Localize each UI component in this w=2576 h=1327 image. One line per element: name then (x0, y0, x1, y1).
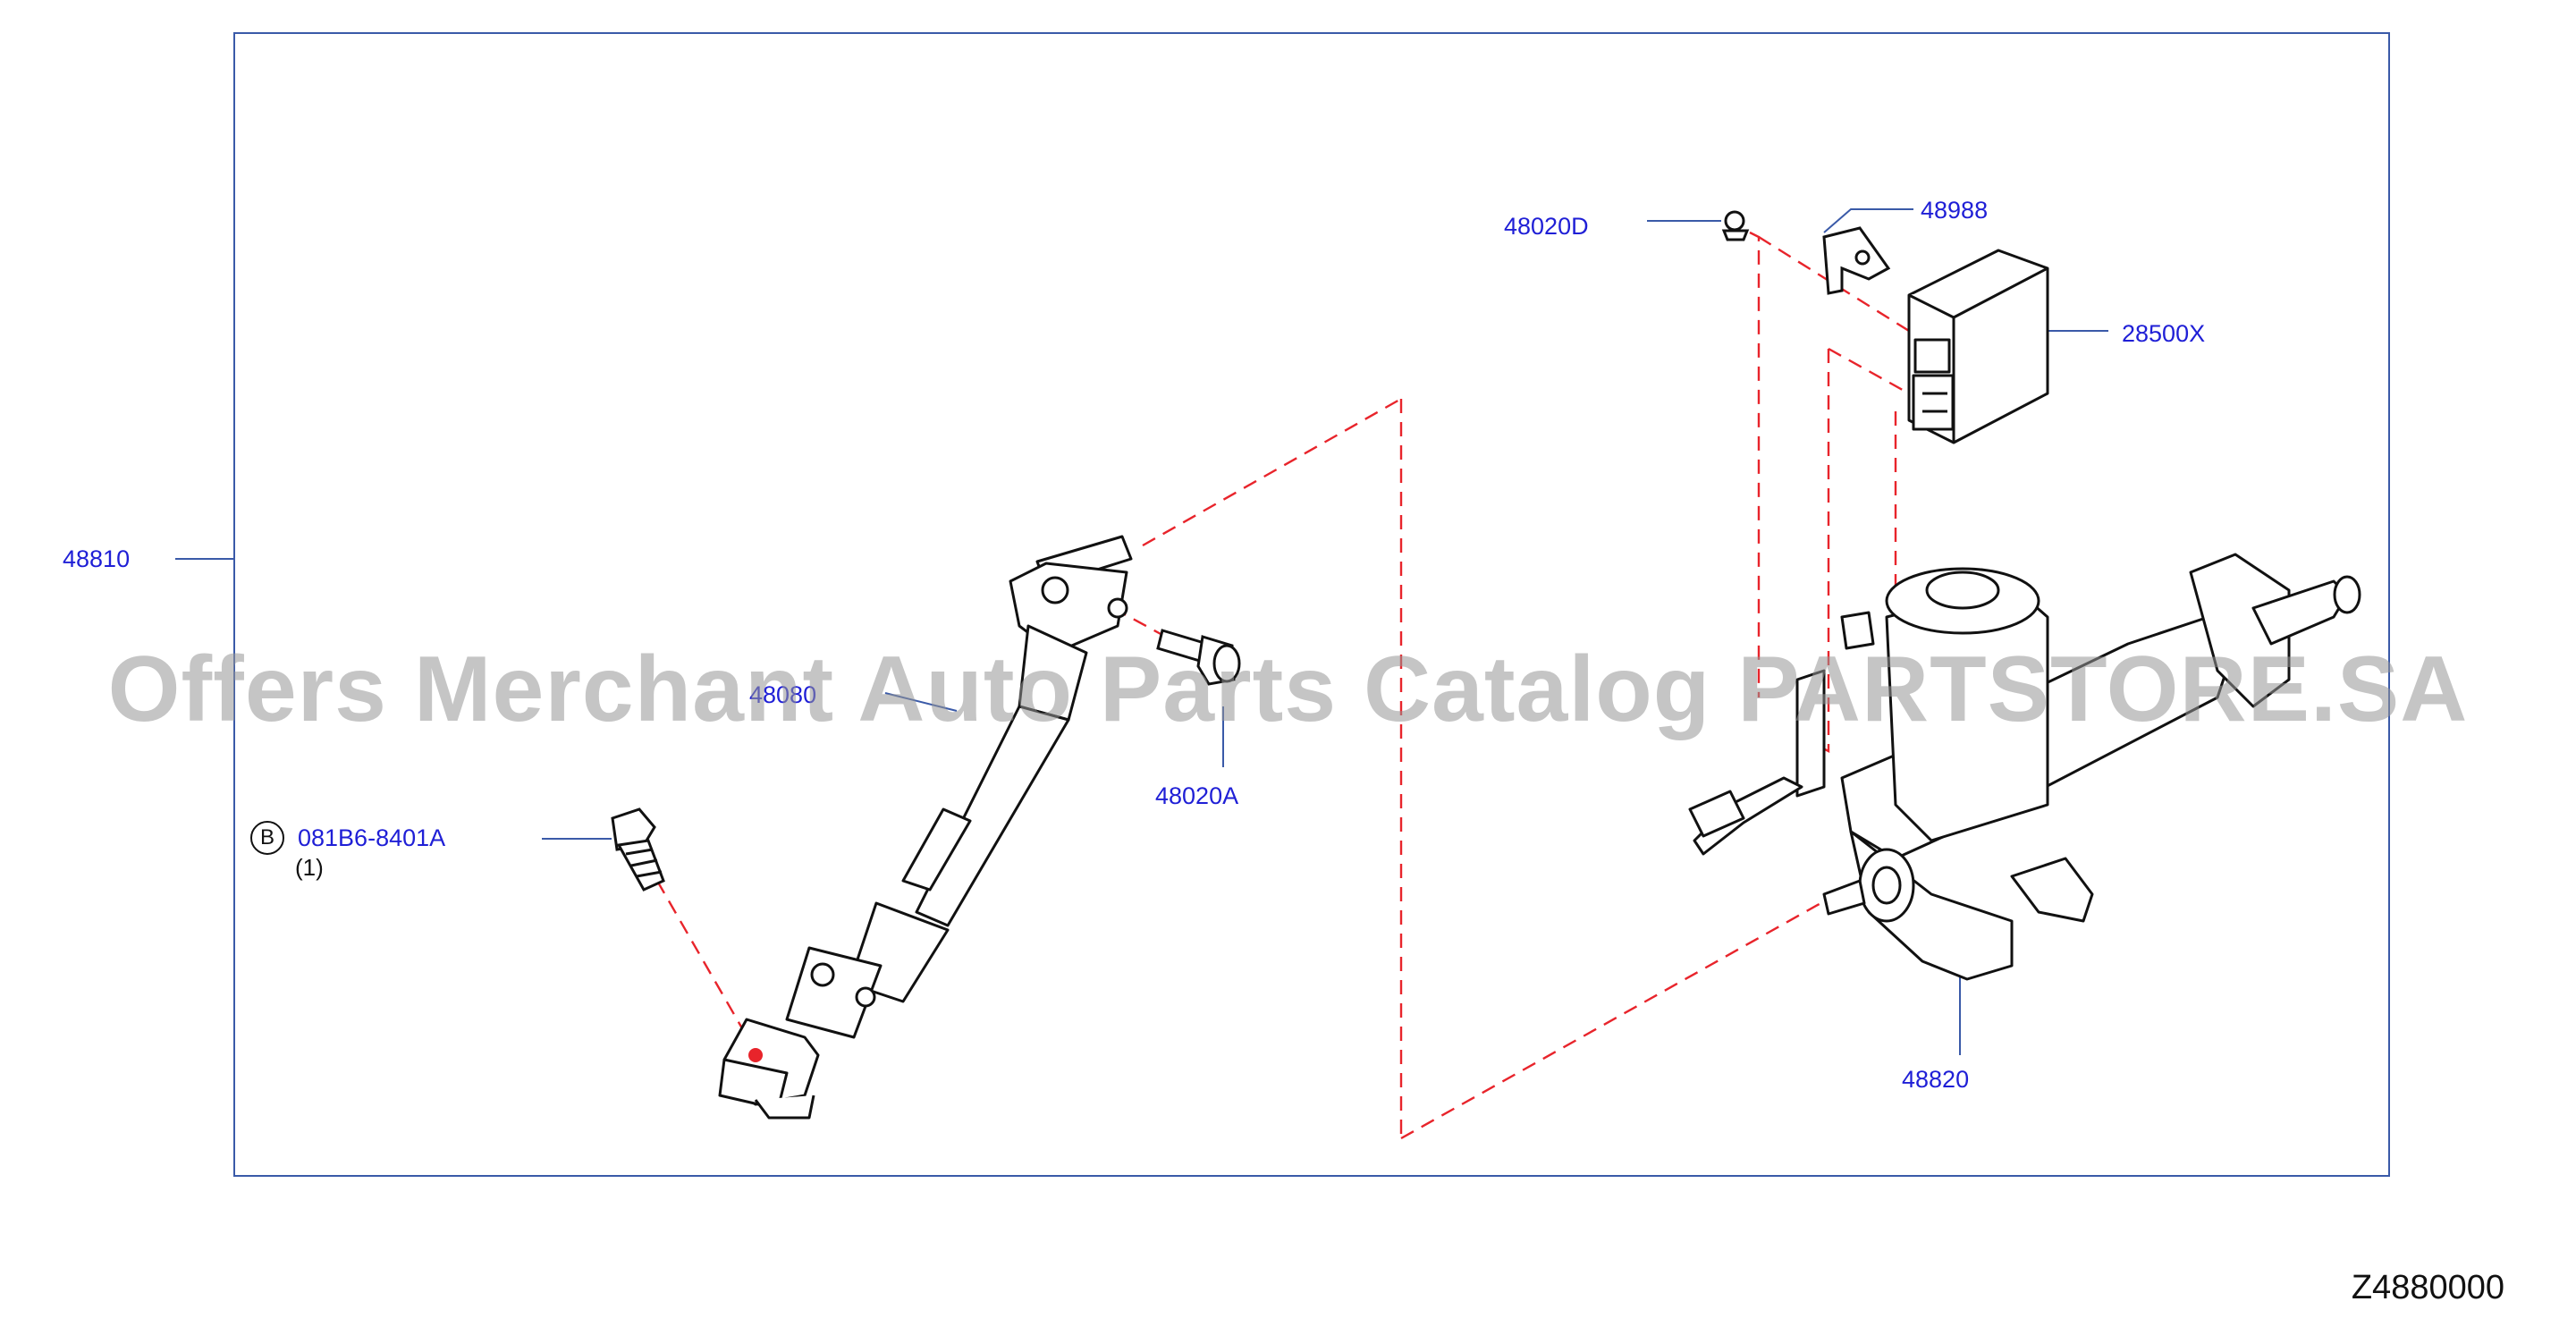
clip-48020d (1721, 210, 1750, 241)
part-label-48820[interactable]: 48820 (1902, 1066, 1970, 1093)
part-label-48080[interactable]: 48080 (749, 681, 817, 708)
bolt-48020a (1156, 629, 1241, 686)
intermediate-shaft (718, 535, 1133, 1120)
leader-lines (175, 208, 2108, 1055)
part-label-081b6-8401a[interactable]: 081B6-8401A (298, 824, 446, 851)
part-label-48020a[interactable]: 48020A (1155, 782, 1239, 809)
bracket-48988 (1822, 226, 1891, 295)
assembly-dashed-lines (655, 231, 1910, 1140)
diagram-code: Z4880000 (2351, 1269, 2504, 1306)
part-label-48988[interactable]: 48988 (1921, 197, 1989, 224)
bolt-081b6-8401a (611, 807, 665, 892)
steering-column-assembly (1688, 553, 2361, 981)
part-quantity-081b6: (1) (295, 854, 324, 881)
part-label-28500x[interactable]: 28500X (2122, 320, 2206, 347)
watermark: Offers Merchant Auto Parts Catalog PARTS… (107, 638, 2469, 741)
diagram-frame (233, 32, 2390, 1177)
control-unit-28500x (1907, 249, 2049, 444)
part-label-48020d[interactable]: 48020D (1504, 213, 1589, 240)
bolt-standard-badge: B (250, 821, 284, 855)
part-label-48810[interactable]: 48810 (63, 545, 131, 572)
